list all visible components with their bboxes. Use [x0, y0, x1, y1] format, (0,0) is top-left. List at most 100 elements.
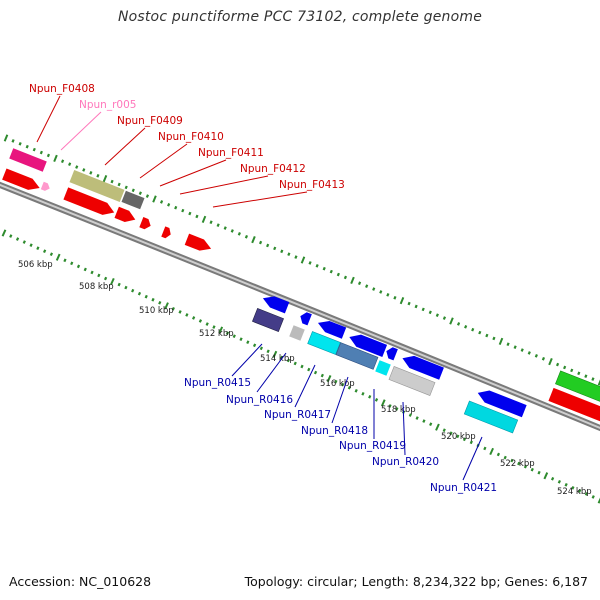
leader-line-forward [139, 143, 188, 179]
gene-npun-f0409-upper-shape [69, 170, 125, 202]
kbp-tick-label: 516 kbp [320, 379, 355, 389]
inner-track-minor-tick [131, 288, 135, 293]
outer-track-minor-tick [428, 310, 432, 315]
inner-track-minor-tick [266, 349, 270, 354]
gene-r0419-upper-shape [386, 347, 398, 361]
forward-gene-label: Npun_F0411 [198, 147, 264, 159]
inner-track-major-tick [218, 326, 224, 334]
kbp-tick-label: 518 kbp [381, 405, 416, 415]
gene-r0421-upper [477, 390, 527, 418]
outer-track-minor-tick [421, 307, 425, 312]
inner-track-minor-tick [469, 440, 473, 445]
outer-track-minor-tick [570, 368, 574, 373]
inner-track-minor-tick [456, 434, 460, 439]
inner-track-minor-tick [29, 243, 33, 247]
outer-track-minor-tick [131, 188, 135, 193]
inner-track-major-tick [1, 229, 7, 237]
gene-r0421-upper-shape [477, 390, 527, 418]
outer-track-minor-tick [414, 304, 418, 309]
leader-line-reverse [402, 401, 406, 456]
outer-track-minor-tick [96, 173, 100, 178]
leader-line-reverse [256, 352, 287, 393]
outer-track-minor-tick [485, 333, 489, 338]
outer-track-minor-tick [266, 243, 270, 248]
outer-track-minor-tick [287, 252, 291, 256]
feature-labels: Npun_F0408Npun_r005Npun_F0409Npun_F0410N… [29, 83, 497, 494]
kbp-tick-label: 506 kbp [18, 260, 53, 270]
gene-npun-f0412-shape [161, 226, 171, 239]
inner-track-minor-tick [347, 385, 352, 390]
gene-npun-r0416 [289, 325, 305, 341]
reverse-gene-label: Npun_R0419 [339, 440, 406, 452]
outer-track-minor-tick [435, 313, 439, 317]
leader-line-forward [60, 111, 102, 151]
outer-track-minor-tick [244, 234, 249, 239]
inner-track-major-tick [435, 423, 440, 431]
inner-track-major-tick [55, 253, 61, 261]
inner-track-minor-tick [252, 343, 257, 348]
inner-track-minor-tick [408, 413, 412, 417]
forward-gene-label: Npun_F0412 [240, 163, 306, 175]
inner-track-minor-tick [341, 382, 345, 387]
gene-r0418-upper [349, 334, 388, 358]
leader-line-forward [36, 95, 61, 143]
outer-track-minor-tick [322, 266, 326, 271]
reverse-gene-label: Npun_R0415 [184, 377, 251, 389]
outer-track-minor-tick [315, 264, 319, 268]
outer-track-major-tick [251, 236, 256, 244]
outer-track-minor-tick [456, 322, 461, 326]
kbp-tick-label: 510 kbp [139, 306, 174, 316]
outer-track-major-tick [102, 175, 108, 183]
outer-track-major-tick [449, 317, 454, 325]
inner-track-minor-tick [137, 291, 142, 296]
gene-npun-r0420-shape [388, 366, 436, 396]
inner-track-minor-tick [192, 316, 196, 320]
gene-npun-r0421-shape [463, 400, 519, 434]
inner-track-minor-tick [530, 467, 534, 472]
kbp-tick-label: 508 kbp [79, 282, 114, 292]
outer-track-minor-tick [230, 229, 234, 233]
outer-track-minor-tick [237, 232, 241, 236]
outer-track-minor-tick [478, 330, 482, 335]
forward-gene-label: Npun_F0413 [279, 179, 345, 191]
gene-npun-f0408 [2, 168, 40, 190]
inner-track-minor-tick [429, 422, 433, 426]
gene-r0417-upper [317, 320, 347, 339]
gene-r0415-upper [262, 296, 290, 314]
outer-track-minor-tick [89, 171, 93, 175]
gene-npun-f0413 [184, 233, 212, 251]
inner-track-minor-tick [117, 282, 121, 287]
outer-track-minor-tick [273, 246, 277, 251]
outer-track-minor-tick [145, 194, 150, 198]
outer-track-minor-tick [82, 168, 86, 172]
leader-line-forward [159, 159, 227, 187]
inner-track-minor-tick [151, 297, 155, 302]
inner-track-minor-tick [388, 404, 392, 408]
inner-track-minor-tick [462, 437, 467, 442]
outer-track-major-tick [350, 276, 355, 284]
outer-track-minor-tick [534, 354, 538, 358]
gene-npun-r0415 [252, 307, 284, 333]
inner-track-minor-tick [83, 267, 87, 272]
inner-track-minor-tick [158, 300, 162, 305]
inner-track-minor-tick [320, 373, 324, 378]
gene-r0420-upper-shape [402, 355, 444, 380]
inner-track-minor-tick [442, 428, 446, 433]
gene-right-edge-lower-shape [548, 387, 600, 423]
inner-track-minor-tick [571, 486, 575, 490]
outer-track-major-tick [152, 195, 157, 203]
inner-track-minor-tick [354, 388, 358, 393]
inner-track-minor-tick [239, 337, 243, 342]
inner-track-major-tick [597, 497, 600, 504]
gene-npun-f0409 [63, 187, 115, 215]
gene-r0416-upper [300, 312, 312, 326]
outer-track-major-tick [3, 134, 9, 142]
inner-track-minor-tick [232, 334, 236, 338]
outer-track-minor-tick [393, 295, 397, 300]
outer-track-minor-tick [365, 284, 369, 288]
inner-track-minor-tick [496, 452, 501, 457]
outer-track-minor-tick [181, 208, 185, 213]
outer-track-minor-tick [209, 220, 213, 225]
gene-npun-f0413-shape [184, 233, 212, 251]
outer-track-minor-tick [294, 255, 298, 259]
